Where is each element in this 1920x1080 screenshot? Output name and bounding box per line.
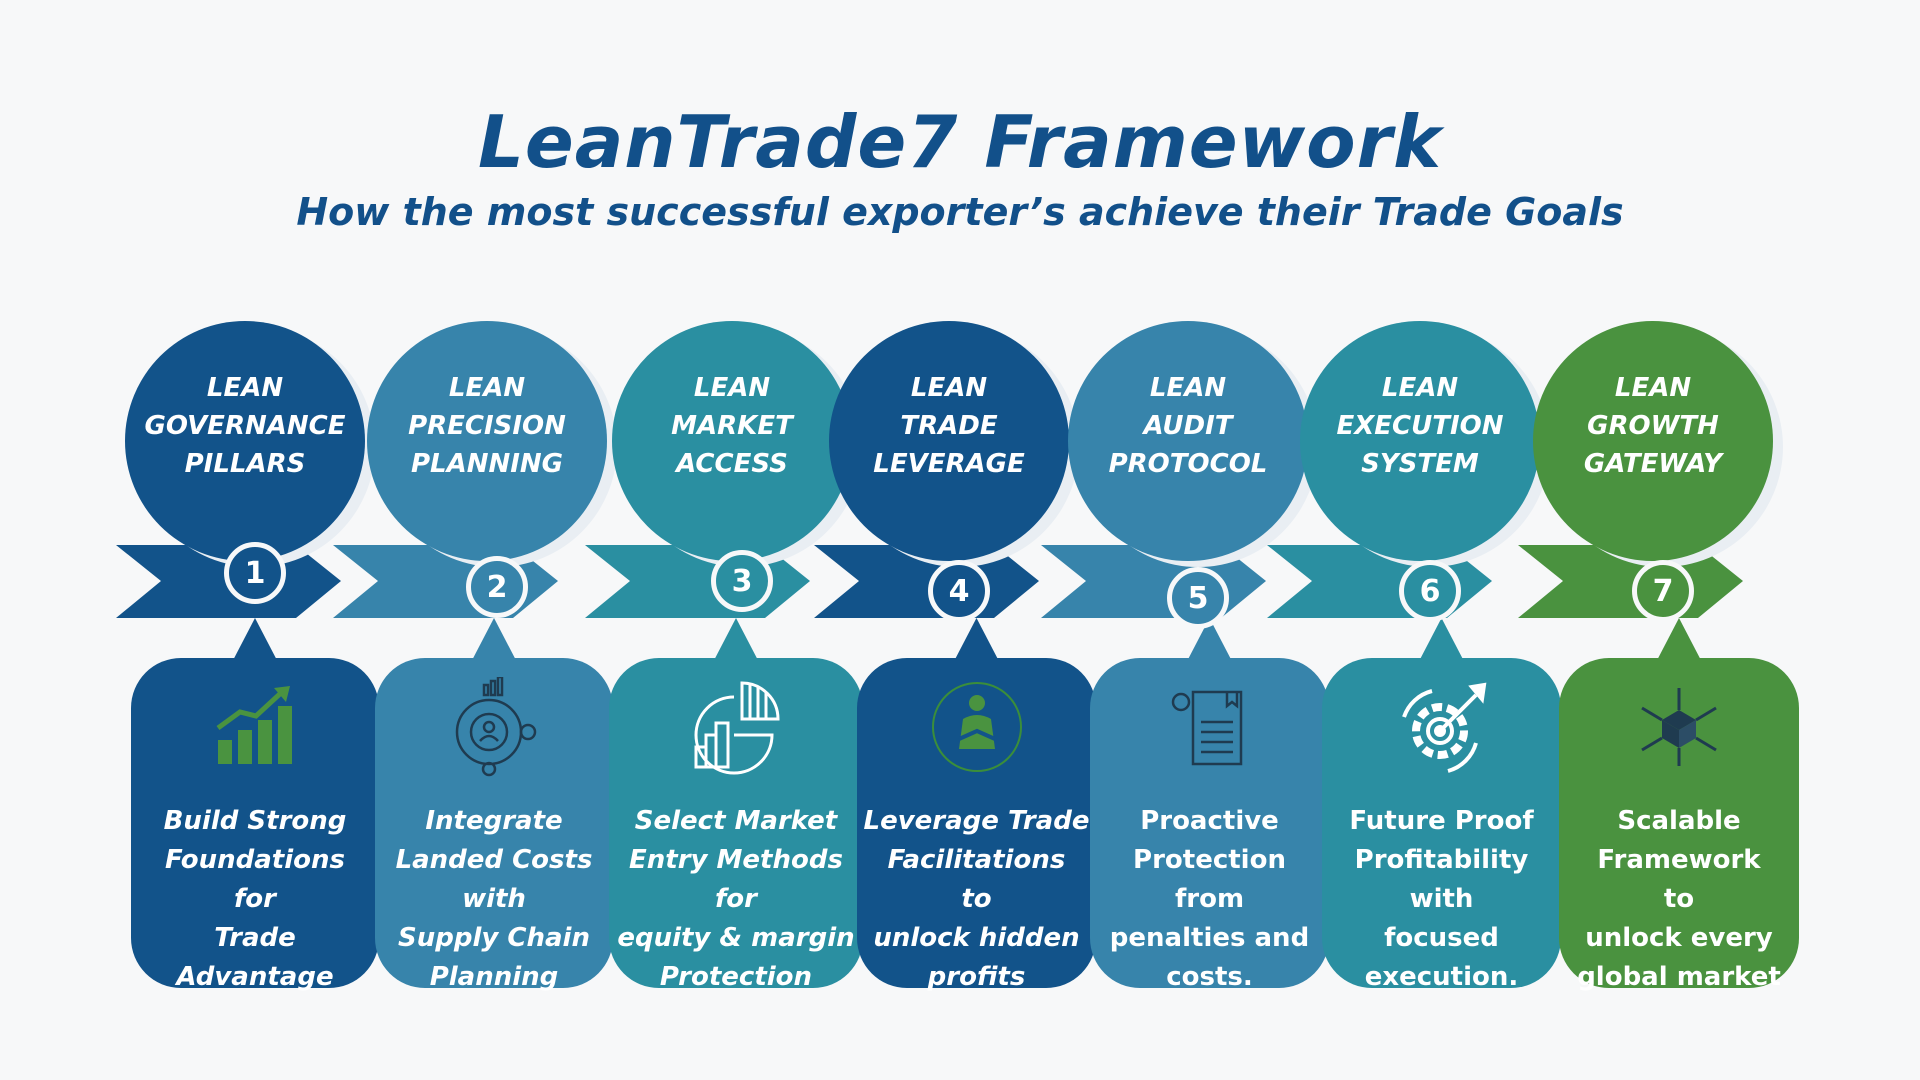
step-number-badge: 6 bbox=[1399, 560, 1461, 622]
step-circle-3: LEAN MARKET ACCESS bbox=[612, 321, 852, 561]
step-title: LEAN TRADE LEVERAGE bbox=[873, 373, 1025, 479]
step-description: Select Market Entry Methods for equity &… bbox=[617, 806, 855, 992]
step-description-card: Scalable Framework to unlock every globa… bbox=[1559, 658, 1799, 992]
step-description-card: Future Proof Profitability with focused … bbox=[1322, 658, 1561, 992]
step-title: LEAN GOVERNANCE PILLARS bbox=[144, 373, 346, 479]
step-description-card: Leverage Trade Facilitations to unlock h… bbox=[857, 658, 1096, 992]
step-number-badge: 7 bbox=[1632, 560, 1694, 622]
pointer-triangle bbox=[229, 618, 281, 668]
step-description-card: Integrate Landed Costs with Supply Chain… bbox=[375, 658, 613, 992]
step-description: Integrate Landed Costs with Supply Chain… bbox=[395, 806, 593, 992]
pointer-triangle bbox=[1183, 618, 1236, 668]
step-description: Build Strong Foundations for Trade Advan… bbox=[163, 806, 347, 992]
pointer-triangle bbox=[1653, 618, 1705, 668]
step-description: Scalable Framework to unlock every globa… bbox=[1577, 806, 1781, 992]
gear-target-icon bbox=[1322, 672, 1561, 782]
page-title: LeanTrade7 Framework bbox=[478, 100, 1442, 184]
step-circle-6: LEAN EXECUTION SYSTEM bbox=[1300, 321, 1540, 561]
pie-bar-chart-icon bbox=[609, 672, 863, 782]
step-title: LEAN AUDIT PROTOCOL bbox=[1108, 373, 1268, 479]
step-description-card: Proactive Protection from penalties and … bbox=[1090, 658, 1329, 992]
growth-chart-icon bbox=[131, 672, 379, 782]
step-circle-4: LEAN TRADE LEVERAGE bbox=[829, 321, 1069, 561]
step-description: Future Proof Profitability with focused … bbox=[1349, 806, 1534, 992]
step-title: LEAN PRECISION PLANNING bbox=[408, 373, 566, 479]
step-number-badge: 2 bbox=[466, 556, 528, 618]
step-number-badge: 3 bbox=[711, 550, 773, 612]
step-title: LEAN MARKET ACCESS bbox=[671, 373, 793, 479]
gear-process-icon bbox=[375, 672, 613, 782]
step-description: Leverage Trade Facilitations to unlock h… bbox=[863, 806, 1090, 992]
network-cube-icon bbox=[1559, 672, 1799, 782]
handshake-icon bbox=[857, 672, 1096, 782]
step-title: LEAN GROWTH GATEWAY bbox=[1583, 373, 1723, 479]
page-subtitle: How the most successful exporter’s achie… bbox=[296, 190, 1624, 234]
pointer-triangle bbox=[710, 618, 762, 668]
step-circle-7: LEAN GROWTH GATEWAY bbox=[1533, 321, 1773, 561]
step-description: Proactive Protection from penalties and … bbox=[1109, 806, 1310, 992]
step-number-badge: 1 bbox=[224, 542, 286, 604]
step-description-card: Select Market Entry Methods for equity &… bbox=[609, 658, 863, 992]
step-number-badge: 4 bbox=[928, 560, 990, 622]
pointer-triangle bbox=[468, 618, 520, 668]
step-number-badge: 5 bbox=[1167, 567, 1229, 629]
step-title: LEAN EXECUTION SYSTEM bbox=[1336, 373, 1504, 479]
step-circle-1: LEAN GOVERNANCE PILLARS bbox=[125, 321, 365, 561]
step-circle-2: LEAN PRECISION PLANNING bbox=[367, 321, 607, 561]
document-audit-icon bbox=[1090, 672, 1329, 782]
step-circle-5: LEAN AUDIT PROTOCOL bbox=[1068, 321, 1308, 561]
step-description-card: Build Strong Foundations for Trade Advan… bbox=[131, 658, 379, 992]
pointer-triangle bbox=[950, 618, 1003, 668]
pointer-triangle bbox=[1415, 618, 1468, 668]
